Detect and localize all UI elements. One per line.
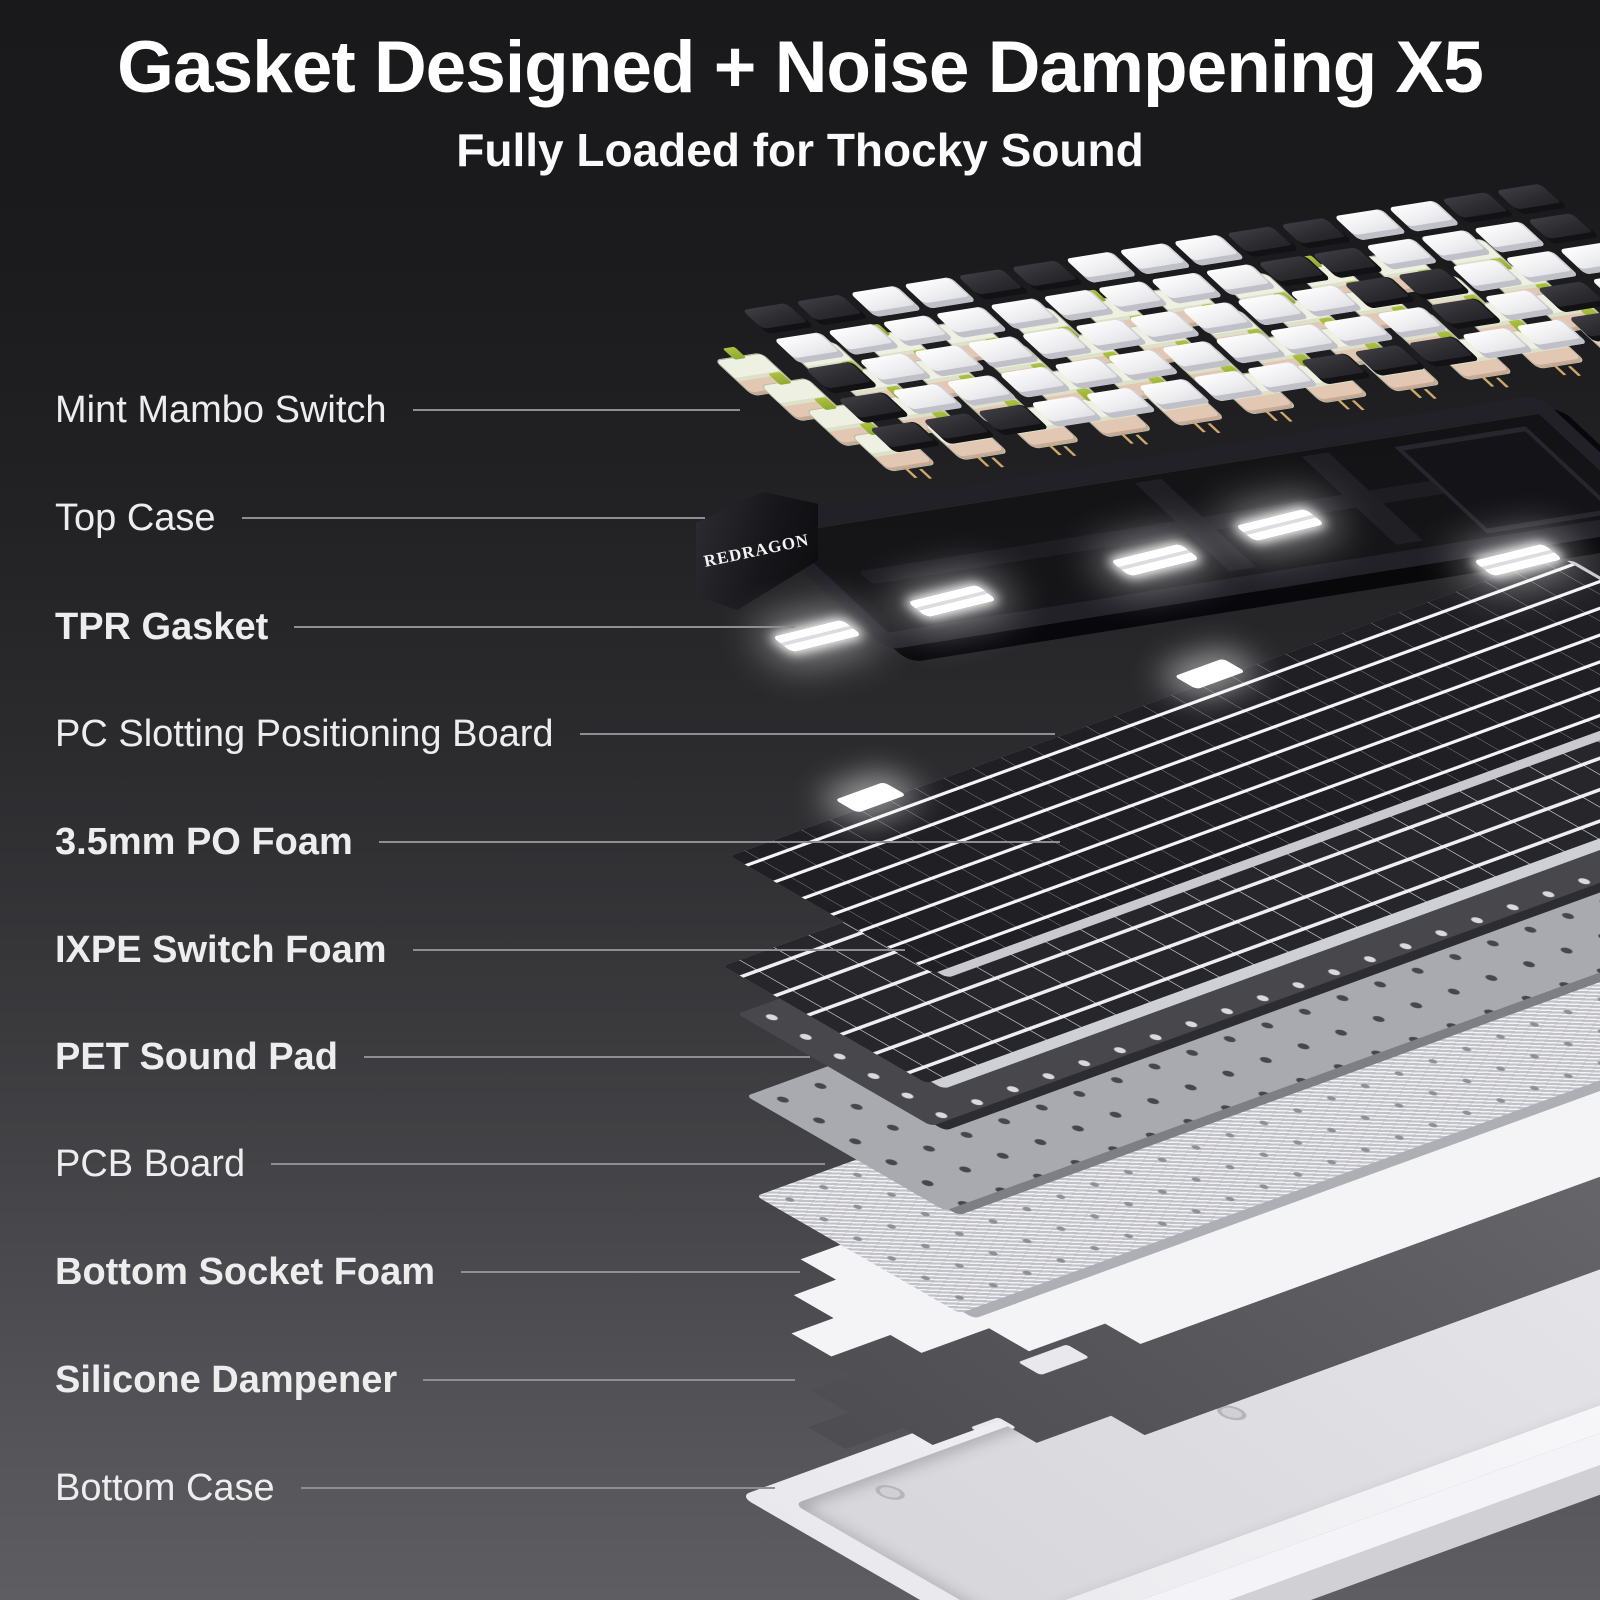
- callout-positioning-board: PC Slotting Positioning Board: [55, 706, 1055, 762]
- callout-ixpe-foam: IXPE Switch Foam: [55, 922, 905, 978]
- page-subtitle: Fully Loaded for Thocky Sound: [456, 124, 1144, 176]
- brand-logo-text: REDRAGON: [702, 530, 812, 571]
- layer-label: Mint Mambo Switch: [55, 388, 387, 431]
- callout-mint-mambo-switch: Mint Mambo Switch: [55, 382, 740, 438]
- leader-line: [378, 841, 1060, 843]
- leader-line: [300, 1487, 775, 1489]
- case-platform: [1394, 425, 1600, 534]
- callout-silicone-dampener: Silicone Dampener: [55, 1352, 795, 1408]
- layer-label: Silicone Dampener: [55, 1358, 398, 1401]
- leader-line: [241, 517, 705, 519]
- leader-line: [271, 1163, 825, 1165]
- leader-line: [412, 409, 740, 411]
- header: Gasket Designed + Noise Dampening X5 Ful…: [0, 26, 1600, 177]
- callout-po-foam: 3.5mm PO Foam: [55, 814, 1060, 870]
- callout-top-case: Top Case: [55, 490, 705, 546]
- page-title: Gasket Designed + Noise Dampening X5: [117, 27, 1484, 108]
- leader-line: [461, 1271, 800, 1273]
- brand-logo: REDRAGON: [696, 492, 818, 610]
- layer-label: 3.5mm PO Foam: [55, 820, 353, 863]
- leader-line: [579, 733, 1055, 735]
- layer-label: PET Sound Pad: [55, 1035, 338, 1078]
- layer-label: PCB Board: [55, 1142, 246, 1185]
- gasket-tab: [834, 781, 907, 813]
- layer-label: PC Slotting Positioning Board: [55, 712, 554, 755]
- gasket-tab: [1173, 658, 1246, 690]
- layer-label: TPR Gasket: [55, 605, 269, 648]
- layer-label: Top Case: [55, 496, 216, 539]
- leader-line: [412, 949, 905, 951]
- layer-label: Bottom Case: [55, 1466, 275, 1509]
- leader-line: [363, 1056, 810, 1058]
- leader-line: [294, 626, 795, 628]
- callout-bottom-socket-foam: Bottom Socket Foam: [55, 1244, 800, 1300]
- callout-tpr-gasket: TPR Gasket: [55, 599, 795, 655]
- layer-label: IXPE Switch Foam: [55, 928, 387, 971]
- callout-pet-sound-pad: PET Sound Pad: [55, 1029, 810, 1085]
- callout-pcb-board: PCB Board: [55, 1136, 825, 1192]
- leader-line: [423, 1379, 795, 1381]
- layer-label: Bottom Socket Foam: [55, 1250, 436, 1293]
- callout-bottom-case: Bottom Case: [55, 1460, 775, 1516]
